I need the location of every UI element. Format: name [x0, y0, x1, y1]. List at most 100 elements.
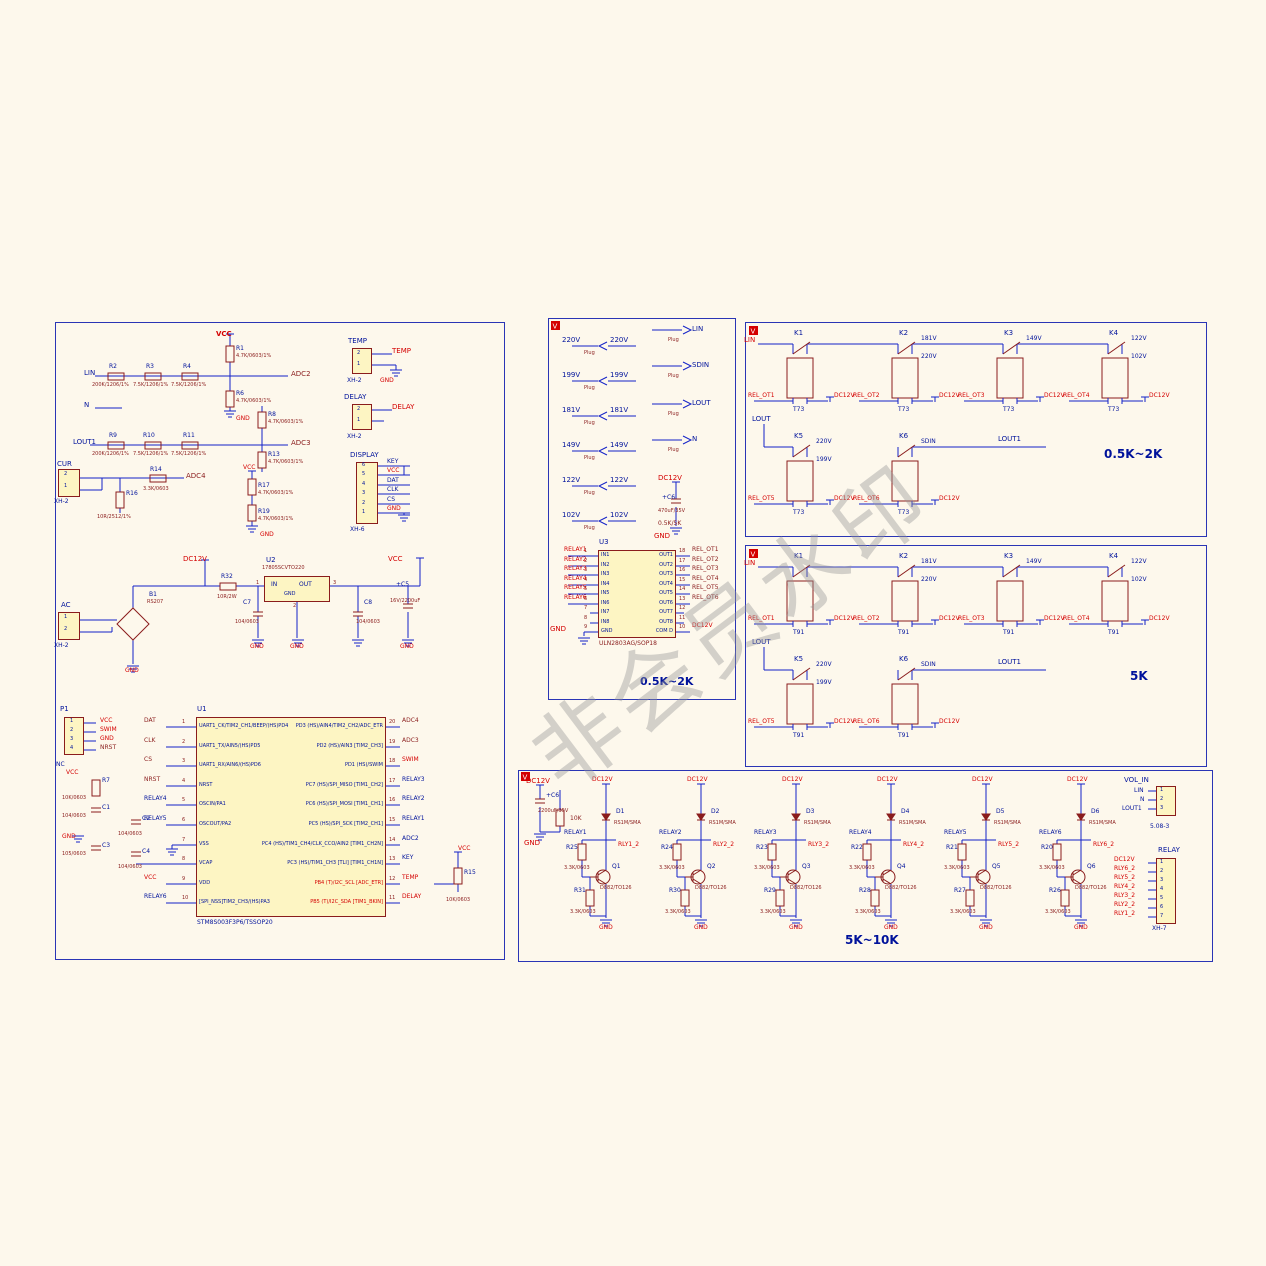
- text-t73: T73: [1003, 406, 1015, 413]
- component-box: [58, 612, 80, 640]
- text-4-7k-0603-1: 4.7K/0603/1%: [258, 490, 294, 496]
- text-rel-ot4: REL_OT4: [1063, 615, 1090, 622]
- text-gnd: GND: [550, 625, 567, 633]
- component-box: [64, 717, 84, 755]
- block-main-board: [55, 322, 505, 960]
- text-p1: P1: [60, 705, 69, 713]
- text-104-0603: 104/0603: [356, 619, 380, 625]
- text-4-7k-0603-1: 4.7K/0603/1%: [236, 353, 272, 359]
- text-vdd: VDD: [199, 880, 211, 886]
- text-rel-ot3: REL_OT3: [958, 615, 985, 622]
- text-lout1: LOUT1: [998, 435, 1022, 443]
- text-u3: U3: [599, 538, 609, 546]
- text-rly1-2: RLY1_2: [618, 841, 640, 848]
- text-r29: R29: [764, 887, 776, 894]
- text-4-7k-0603-1: 4.7K/0603/1%: [268, 459, 304, 465]
- text-104-0603: 104/0603: [62, 813, 86, 819]
- text-r24: R24: [661, 844, 673, 851]
- text-c6: +C6: [662, 494, 676, 501]
- text-r7: R7: [102, 777, 110, 784]
- text-220v: 220V: [921, 576, 937, 583]
- text-temp: TEMP: [348, 337, 367, 345]
- text-spi-nss-tim2-ch3-hs-pa3: [SPI_NSS]TIM2_CH3/(HS)PA3: [199, 899, 270, 905]
- text-r28: R28: [859, 887, 871, 894]
- text-plug: Plug: [584, 385, 595, 391]
- text-r13: R13: [268, 451, 280, 458]
- text-relay5: RELAY5: [564, 584, 587, 591]
- text-rel-ot6: REL_OT6: [692, 594, 719, 601]
- text-dc12v: DC12V: [1044, 615, 1065, 622]
- text-9: 9: [584, 624, 588, 630]
- text-gnd: GND: [284, 591, 296, 597]
- text-18: 18: [389, 758, 396, 764]
- text-dc12v: DC12V: [939, 615, 960, 622]
- text-gnd: GND: [125, 667, 139, 674]
- text-out7: OUT7: [659, 609, 673, 615]
- text-temp: TEMP: [402, 874, 419, 881]
- text-0-5k-2k: 0.5K~2K: [1104, 447, 1163, 461]
- text-dc12v: DC12V: [1044, 392, 1065, 399]
- text-dc12v: DC12V: [939, 495, 960, 502]
- ic-U3: [598, 550, 676, 638]
- text-gnd: GND: [979, 924, 993, 931]
- text-rel-ot6: REL_OT6: [853, 495, 880, 502]
- text-d882-to126: D882/TO126: [695, 885, 727, 891]
- text-1: 1: [362, 509, 366, 515]
- text-pb4-t-i2c-scl-adc-etr: PB4 (T)/I2C_SCL [ADC_ETR]: [314, 880, 383, 886]
- text-r30: R30: [669, 887, 681, 894]
- text-gnd: GND: [400, 643, 414, 650]
- text-dc12v: DC12V: [1114, 856, 1135, 863]
- text-5: 5: [1160, 895, 1164, 901]
- text-11: 11: [389, 895, 396, 901]
- text-delay: DELAY: [392, 403, 415, 411]
- text-relay2: RELAY2: [564, 556, 587, 563]
- text-7: 7: [1160, 913, 1164, 919]
- text-4: 4: [70, 745, 74, 751]
- text-3-3k-0603: 3.3K/0603: [855, 909, 881, 915]
- text-d4: D4: [901, 808, 910, 815]
- text-9: 9: [182, 876, 186, 882]
- text-3: 3: [1160, 877, 1164, 883]
- text-r11: R11: [183, 432, 195, 439]
- text-3-3k-0603: 3.3K/0603: [950, 909, 976, 915]
- text-r6: R6: [236, 390, 244, 397]
- text-r27: R27: [954, 887, 966, 894]
- text-10k-0603: 10K/0603: [446, 897, 471, 903]
- text-out: OUT: [299, 581, 312, 588]
- text-plug: Plug: [584, 420, 595, 426]
- text-10k: 10K: [570, 815, 582, 822]
- text-lin: LIN: [1134, 787, 1144, 794]
- text-4-7k-0603-1: 4.7K/0603/1%: [268, 419, 304, 425]
- text-220v: 220V: [816, 438, 832, 445]
- text-in1: IN1: [601, 552, 610, 558]
- text-vcc: VCC: [388, 555, 403, 563]
- text-out3: OUT3: [659, 571, 673, 577]
- text-3: 3: [70, 736, 74, 742]
- text-temp: TEMP: [392, 347, 411, 355]
- text-uart1-tx-ain5-hs-pd5: UART1_TX/AIN5/(HS)PD5: [199, 743, 261, 749]
- text-181v: 181V: [921, 558, 937, 565]
- text-dat: DAT: [144, 717, 156, 724]
- text-lout: LOUT: [752, 638, 771, 646]
- text-pc6-hs-spi-mosi-tim1-ch1: PC6 (HS)/SPI_MOSI [TIM1_CH1]: [305, 801, 383, 807]
- text-adc4: ADC4: [402, 717, 419, 724]
- text-2200uf-35v: 2200uF/35V: [538, 808, 569, 814]
- text-in8: IN8: [601, 619, 610, 625]
- text-k4: K4: [1109, 329, 1119, 337]
- text-c8: C8: [364, 599, 373, 606]
- text-181v: 181V: [610, 406, 629, 414]
- text-gnd: GND: [884, 924, 898, 931]
- text-3: 3: [584, 567, 588, 573]
- text-rly5-2: RLY5_2: [998, 841, 1020, 848]
- text-2: 2: [1160, 868, 1164, 874]
- text-rly3-2: RLY3_2: [1114, 892, 1136, 899]
- text-dc12v: DC12V: [939, 392, 960, 399]
- text-relay3: RELAY3: [402, 776, 425, 783]
- text-3-3k-0603: 3.3K/0603: [143, 486, 169, 492]
- text-sdin: SDIN: [692, 361, 710, 369]
- text-adc2: ADC2: [402, 835, 419, 842]
- text-d882-to126: D882/TO126: [885, 885, 917, 891]
- text-in3: IN3: [601, 571, 610, 577]
- text-c4: C4: [142, 848, 151, 855]
- text-0-5k-2k: 0.5K~2K: [640, 675, 694, 688]
